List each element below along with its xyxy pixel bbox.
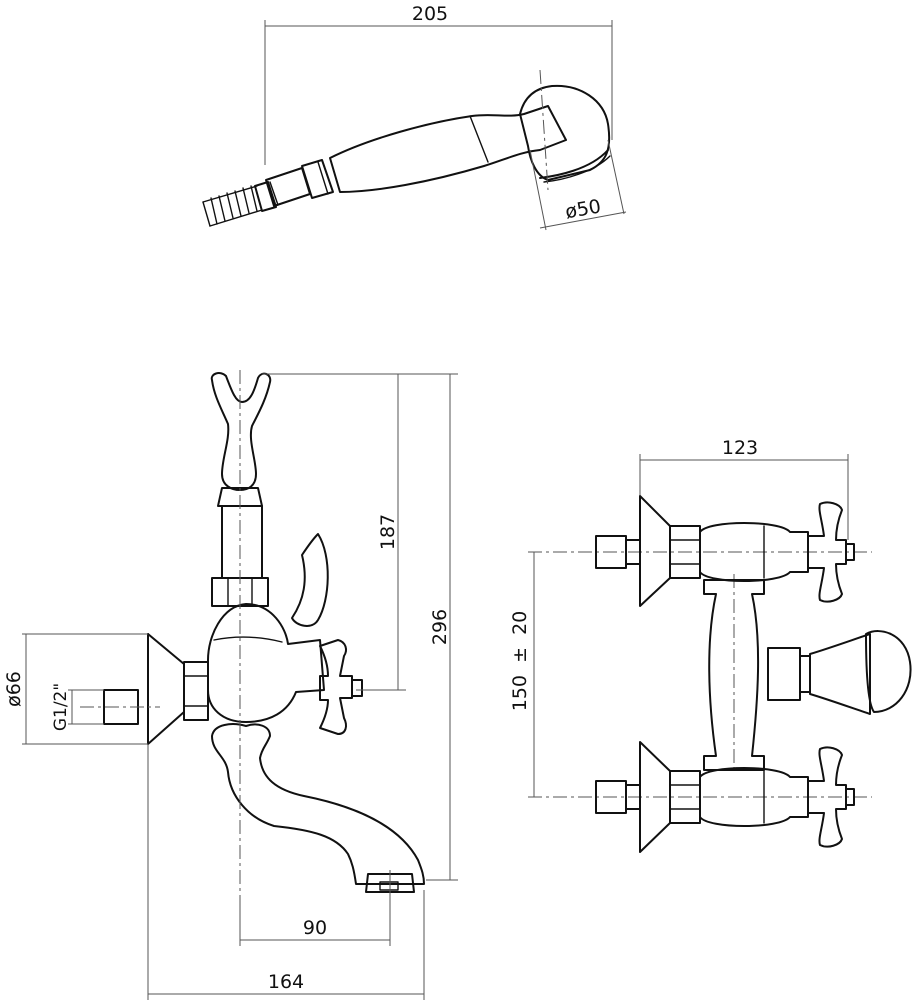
holder-nut — [211, 577, 269, 607]
holder-fork — [210, 372, 272, 491]
dim-ø66-label: ø66 — [3, 671, 25, 707]
dim-90-label: 90 — [303, 917, 327, 939]
bath-spout — [211, 723, 425, 885]
handle-cap — [351, 679, 363, 697]
hose-nut — [254, 181, 277, 212]
spout-outlet — [865, 630, 912, 713]
lower-inlet — [595, 741, 855, 853]
lower-cross-handle — [807, 746, 847, 848]
center-column — [703, 579, 765, 771]
dim-thread-label: G1/2" — [51, 683, 71, 731]
mixer-body — [207, 603, 325, 723]
front-view-drawing: 123 150 ± 20 — [509, 437, 912, 853]
diverter-lever — [291, 533, 329, 627]
inlet-pipe — [103, 689, 139, 725]
dim-centers-label: 150 ± 20 — [509, 611, 531, 712]
hose-spring — [202, 185, 263, 227]
hand-shower-drawing: 205 ø50 — [202, 3, 627, 231]
dim-ø50-label: ø50 — [564, 195, 603, 223]
side-view-drawing: 187 296 90 164 ø66 G1/2" — [3, 370, 458, 1000]
wall-flange — [147, 633, 185, 745]
lower-valve-body — [699, 767, 809, 827]
dim-164-label: 164 — [268, 971, 304, 993]
dim-296-label: 296 — [429, 609, 451, 645]
upper-cross-handle — [807, 501, 847, 603]
cross-handle — [319, 639, 353, 735]
dim-123-label: 123 — [722, 437, 758, 459]
connection-nut — [183, 661, 209, 721]
shower-handle — [329, 105, 567, 193]
front-spout — [767, 647, 801, 701]
coupling-ring — [301, 159, 334, 199]
spout-aerator — [365, 873, 415, 893]
upper-inlet — [595, 495, 855, 607]
shower-head — [519, 84, 611, 181]
dim-205-label: 205 — [412, 3, 448, 25]
dim-187-label: 187 — [377, 514, 399, 550]
holder-stem — [221, 505, 263, 579]
upper-wall-flange — [639, 495, 671, 607]
